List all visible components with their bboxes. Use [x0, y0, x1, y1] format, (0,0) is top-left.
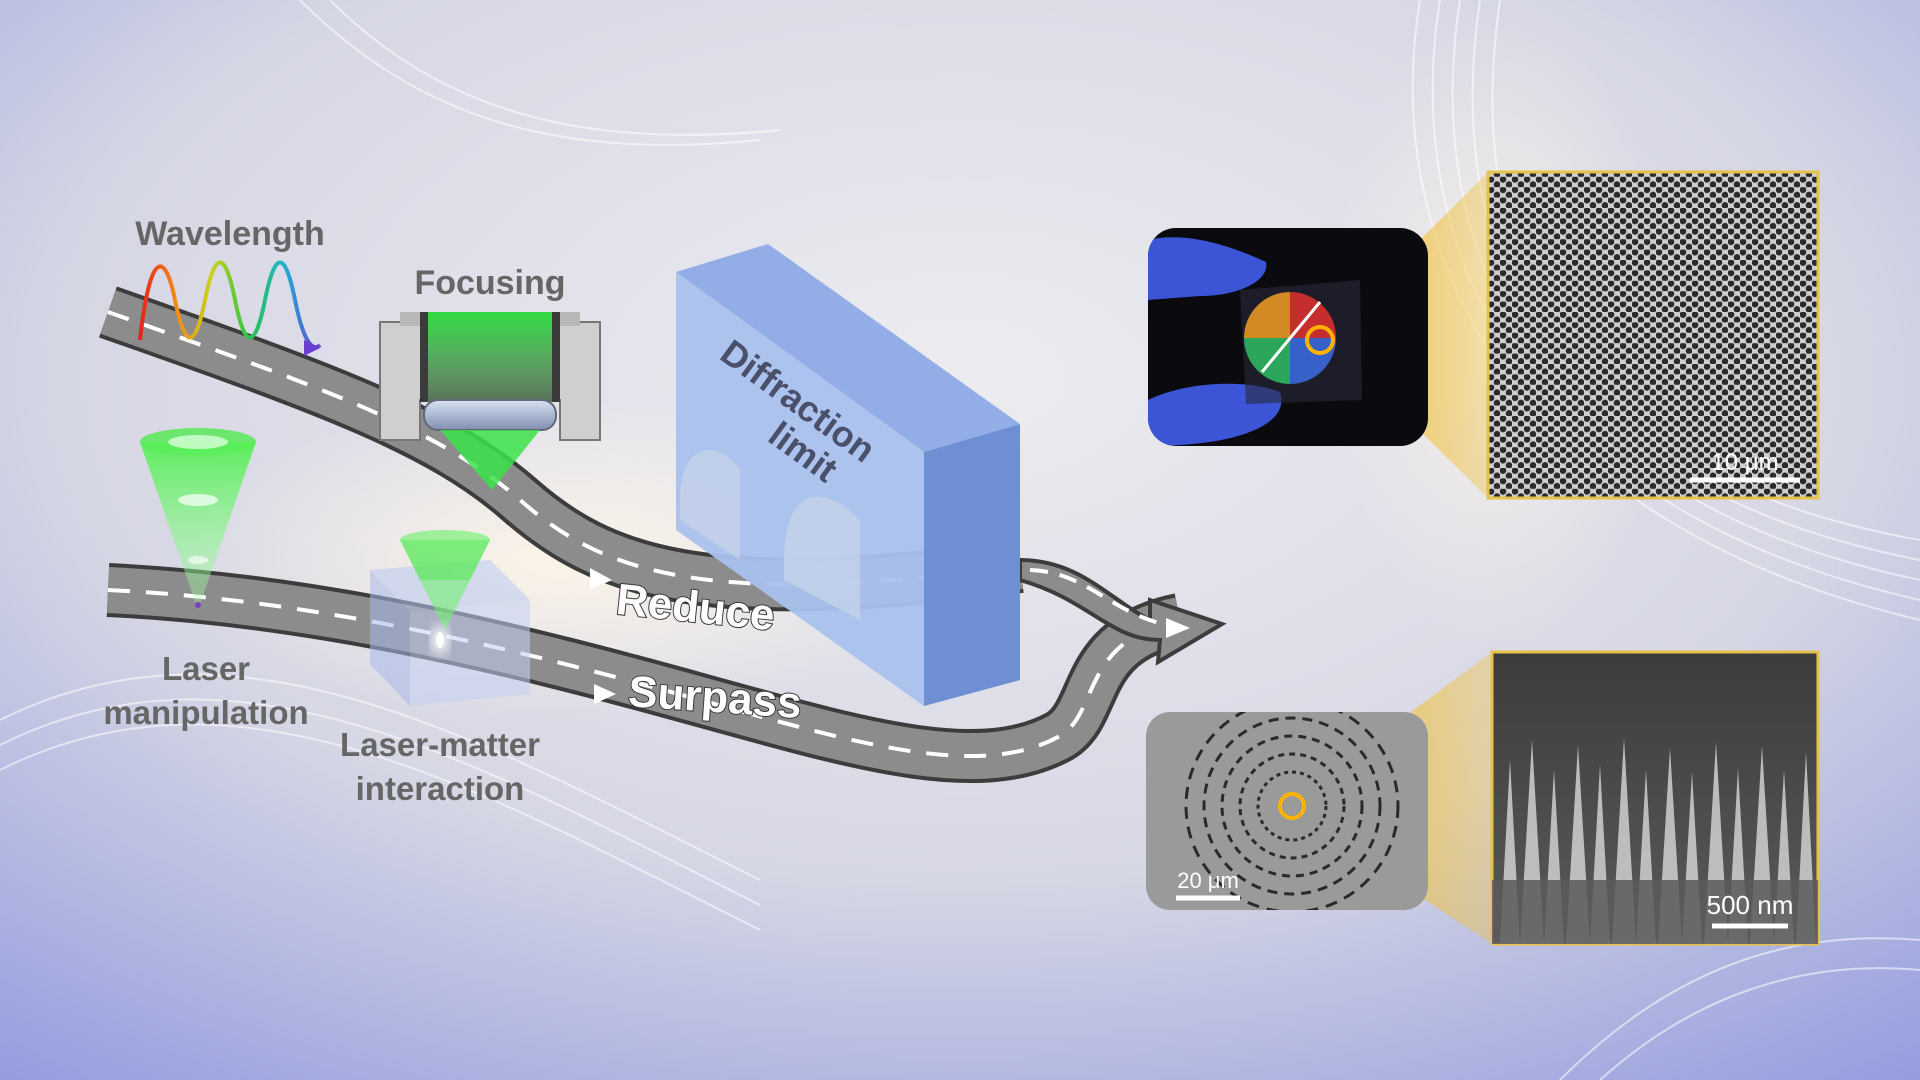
wavelength-label: Wavelength [135, 215, 325, 253]
focusing-label: Focusing [414, 264, 565, 302]
surpass-arrow-tip [594, 684, 616, 704]
diffraction-limit-wall [676, 244, 1020, 706]
scale-bar-zone-plate: 20 μm [1177, 868, 1239, 893]
scale-bar-honeycomb: 10 μm [1711, 449, 1778, 476]
highlight-ring-top [1305, 325, 1335, 355]
laser-manipulation-label-line2: manipulation [103, 694, 308, 731]
honeycomb-sem-image [1486, 170, 1820, 500]
laser-matter-label-line1: Laser-matter [340, 726, 540, 763]
merged-arrow-tip [1166, 618, 1190, 638]
wavelength-wave [138, 260, 322, 350]
laser-matter-label-line2: interaction [356, 770, 525, 807]
laser-cone-icon [140, 428, 256, 610]
sample-photo [1148, 228, 1428, 446]
highlight-ring-bottom [1278, 792, 1306, 820]
merged-arrow [1018, 557, 1227, 666]
nanopillar-sem-image [1490, 650, 1820, 946]
scale-bar-nanopillars: 500 nm [1707, 890, 1794, 920]
wavelength-arrow [304, 340, 320, 356]
zone-plate-sem-image [1146, 712, 1428, 910]
laser-matter-cube-icon [370, 530, 530, 706]
road-surpass [106, 563, 1187, 783]
laser-manipulation-label-line1: Laser [162, 650, 250, 687]
reduce-arrow-tip [590, 568, 612, 590]
glove-icon [1148, 237, 1267, 300]
objective-lens-icon [379, 312, 601, 490]
merged-arrow-dash [1029, 568, 1181, 630]
